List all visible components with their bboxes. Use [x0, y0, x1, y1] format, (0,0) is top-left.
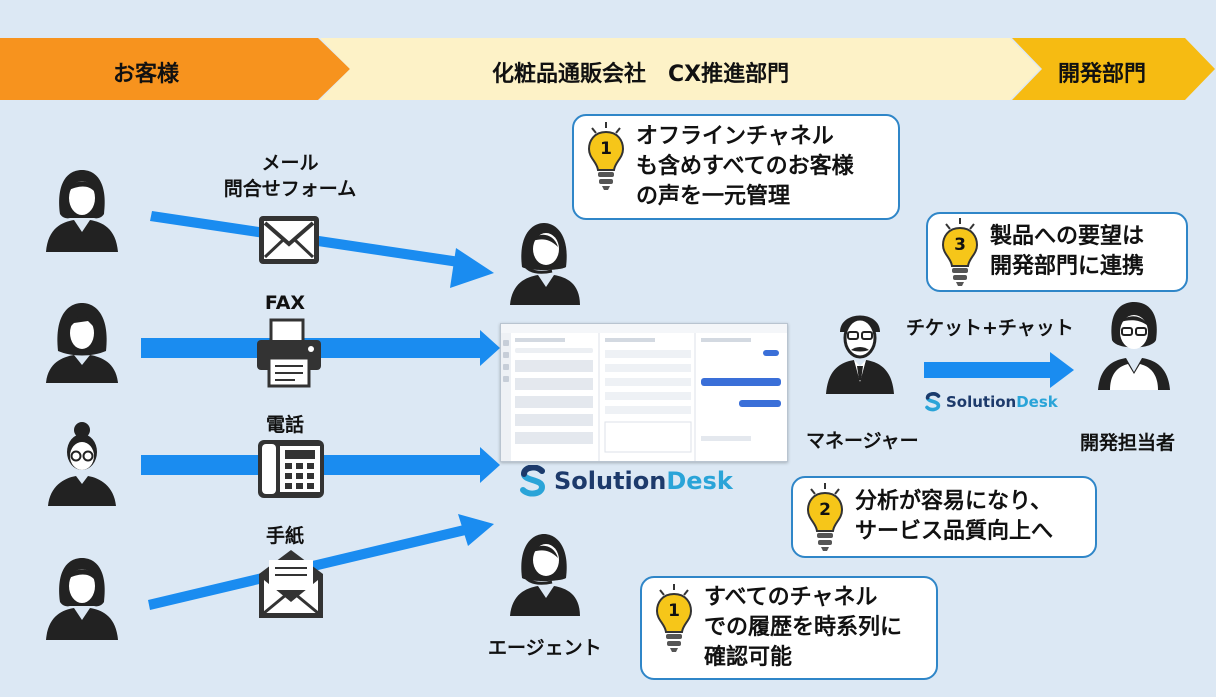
solutiondesk-logo-icon-small — [925, 392, 941, 412]
manager-figure — [826, 315, 894, 394]
phase-label-dev: 開発部門 — [1058, 62, 1147, 87]
letter-icon — [259, 550, 323, 618]
callout-number: 1 — [600, 139, 612, 159]
channel-label-letter: 手紙 — [265, 525, 304, 547]
role-label-developer: 開発担当者 — [1080, 432, 1176, 454]
role-label-agent: エージェント — [488, 637, 602, 659]
callout-analysis: 2 分析が容易になり、 サービス品質向上へ — [791, 476, 1097, 558]
lightbulb-icon — [941, 218, 979, 286]
callout-history: 1 すべてのチャネル での履歴を時系列に 確認可能 — [640, 576, 938, 680]
callout-text: 製品への要望は 開発部門に連携 — [990, 224, 1145, 279]
customer-figure-2 — [46, 303, 118, 383]
callout-number: 2 — [819, 500, 831, 520]
callout-text: 分析が容易になり、 サービス品質向上へ — [855, 489, 1054, 544]
fax-icon — [257, 318, 321, 388]
channel-label-phone: 電話 — [265, 414, 304, 436]
phase-label-company: 化粧品通販会社 CX推進部門 — [492, 62, 790, 87]
agent-figure-2 — [510, 534, 580, 616]
developer-figure — [1098, 302, 1170, 390]
callout-number: 1 — [668, 601, 680, 621]
phase-customer-band — [0, 38, 350, 100]
agent-figure-1 — [510, 223, 580, 305]
callout-text: オフラインチャネル も含めすべてのお客様 の声を一元管理 — [636, 124, 854, 209]
phase-dev-band — [1012, 38, 1215, 100]
handoff-label: チケット+チャット — [906, 317, 1074, 339]
customer-figure-4 — [46, 558, 118, 640]
callout-text: すべてのチャネル での履歴を時系列に 確認可能 — [704, 585, 903, 670]
role-label-manager: マネージャー — [806, 430, 919, 452]
lightbulb-icon — [655, 584, 693, 652]
callout-unified-voice: 1 オフラインチャネル も含めすべてのお客様 の声を一元管理 — [572, 114, 900, 220]
customer-figure-1 — [46, 170, 118, 252]
envelope-icon — [259, 216, 319, 264]
phase-company-band — [320, 38, 1040, 100]
solutiondesk-logo-icon — [520, 465, 546, 497]
callout-dev-request: 3 製品への要望は 開発部門に連携 — [926, 212, 1188, 292]
phone-icon — [258, 440, 324, 498]
customer-figure-3 — [48, 422, 116, 506]
solutiondesk-screenshot — [500, 323, 788, 462]
lightbulb-icon — [587, 122, 625, 190]
lightbulb-icon — [806, 483, 844, 551]
callout-number: 3 — [954, 235, 966, 255]
channel-label-email: メール 問合せフォーム — [223, 152, 357, 200]
phase-label-customer: お客様 — [113, 62, 180, 87]
channel-label-fax: FAX — [264, 292, 306, 314]
